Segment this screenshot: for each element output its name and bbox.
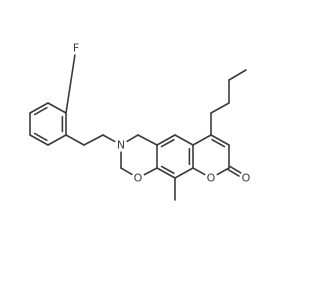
double-bond-line	[33, 106, 48, 116]
bond-layer	[29, 54, 247, 201]
bond-line	[29, 134, 49, 146]
carbonyl-double-bond	[229, 165, 242, 174]
bond-line	[210, 102, 230, 114]
double-bond-line	[160, 165, 175, 175]
double-bond-line	[160, 138, 175, 148]
double-bond-line	[33, 132, 48, 142]
bond-line	[143, 167, 158, 176]
atom-label-background	[69, 41, 83, 55]
bond-line	[228, 69, 247, 81]
bond-line	[174, 167, 194, 179]
atom-label-background	[131, 171, 145, 185]
atom-label-layer: F N O O O	[69, 41, 253, 185]
bond-line	[65, 134, 85, 146]
bond-line	[216, 167, 230, 176]
bond-line	[29, 102, 49, 114]
bond-line	[156, 134, 176, 146]
double-bond-line	[211, 138, 226, 148]
atom-label-o: O	[242, 172, 251, 185]
bond-line	[192, 167, 206, 176]
carbonyl-double-bond	[227, 168, 240, 177]
bond-line	[137, 134, 158, 146]
atom-label-n: N	[117, 139, 125, 152]
bond-line	[65, 54, 76, 114]
bond-line	[192, 134, 212, 146]
bond-line	[83, 134, 104, 146]
chemical-structure-diagram: F N O O O	[29, 41, 253, 201]
bond-line	[120, 167, 133, 176]
bond-line	[126, 134, 139, 143]
atom-label-o: O	[134, 172, 143, 185]
bond-line	[102, 134, 116, 143]
bond-line	[47, 134, 67, 146]
bond-line	[47, 102, 67, 114]
bond-line	[174, 134, 194, 146]
bond-line	[156, 167, 176, 179]
atom-label-background	[204, 171, 218, 185]
atom-label-background	[114, 138, 128, 152]
atom-label-f: F	[73, 42, 79, 55]
atom-label-background	[239, 171, 253, 185]
atom-label-o: O	[207, 172, 216, 185]
bond-line	[210, 134, 230, 146]
